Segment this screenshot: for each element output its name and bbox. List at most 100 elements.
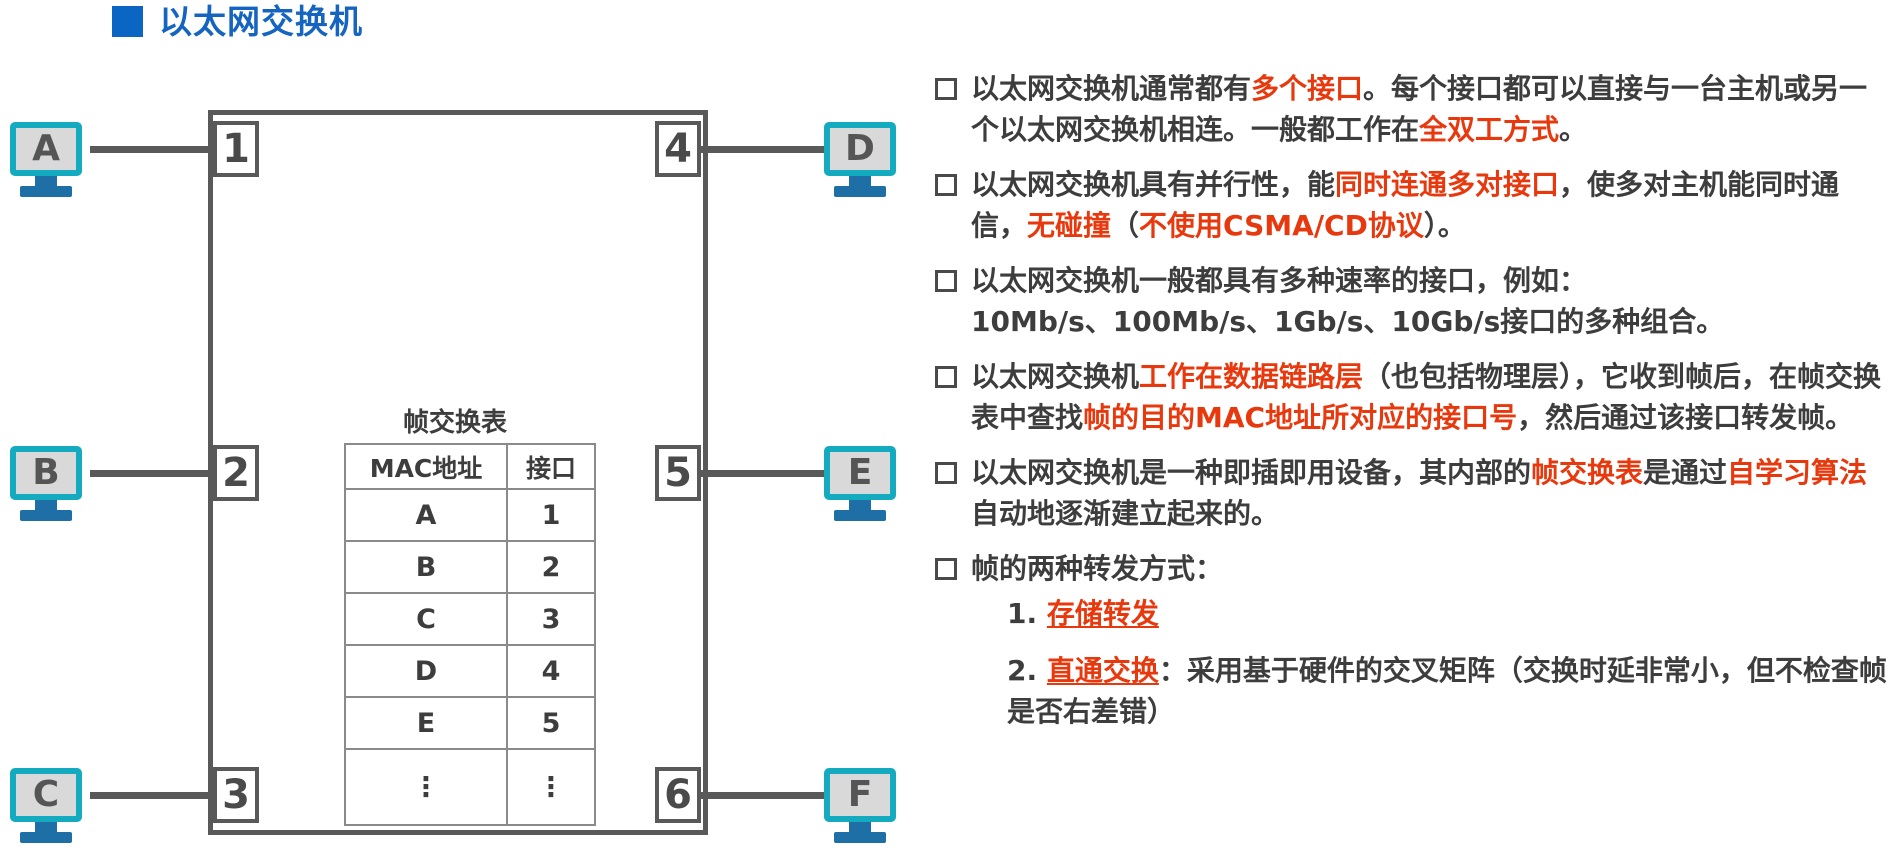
frame-switching-table: MAC地址 接口 A 1 B 2 C 3 D 4 xyxy=(344,443,596,826)
switch-port-3[interactable]: 3 xyxy=(213,767,259,823)
title-bullet-square xyxy=(112,6,143,37)
bullet-item-2: 以太网交换机具有并行性，能同时连通多对接口，使多对主机能同时通信，无碰撞（不使用… xyxy=(935,164,1890,246)
switch-port-2[interactable]: 2 xyxy=(213,445,259,501)
bullet-item-5: 以太网交换机是一种即插即用设备，其内部的帧交换表是通过自学习算法自动地逐渐建立起… xyxy=(935,452,1890,534)
host-b[interactable]: B xyxy=(10,446,82,521)
body-text: 以太网交换机通常都有 xyxy=(971,72,1252,105)
switch-port-1[interactable]: 1 xyxy=(213,121,259,177)
frame-table-mac-ellipsis: ⋮ xyxy=(344,748,508,826)
bullet-text-3: 以太网交换机一般都具有多种速率的接口，例如： 10Mb/s、100Mb/s、1Gb… xyxy=(971,260,1890,342)
host-f-neck xyxy=(849,822,871,832)
frame-table-port-1: 2 xyxy=(506,540,596,594)
page-title-text: 以太网交换机 xyxy=(159,2,363,41)
frame-table-body: A 1 B 2 C 3 D 4 E 5 xyxy=(344,488,596,826)
host-d-label: D xyxy=(824,122,896,176)
host-e-neck xyxy=(849,500,871,510)
highlight-text: 不使用CSMA/CD协议 xyxy=(1139,209,1424,242)
body-text: （也包括物理层），它收到帧后，在帧交换表中查找 xyxy=(971,360,1882,434)
body-text: 10Mb/s、100Mb/s、1Gb/s、10Gb/s接口的多种组合。 xyxy=(971,305,1725,338)
switch-port-5[interactable]: 5 xyxy=(655,445,701,501)
host-b-neck xyxy=(35,500,57,510)
highlight-text: 同时连通多对接口 xyxy=(1335,168,1560,201)
body-text: 。每个接口都可以直接与一台主机或另一个以太网交换机相连。一般都工作在 xyxy=(971,72,1868,146)
body-text: 以太网交换机是一种即插即用设备，其内部的 xyxy=(971,456,1532,489)
checkbox-square-icon xyxy=(935,558,957,580)
highlight-text: 工作在数据链路层 xyxy=(1139,360,1364,393)
host-b-label: B xyxy=(10,446,82,500)
body-text: ：采用基于硬件的交叉矩阵（交换时延非常小，但不检查帧是否右差错） xyxy=(1007,654,1887,728)
bullet-item-4: 以太网交换机工作在数据链路层（也包括物理层），它收到帧后，在帧交换表中查找帧的目… xyxy=(935,356,1890,438)
table-row: E 5 xyxy=(344,696,596,750)
body-text: 自动地逐渐建立起来的。 xyxy=(971,497,1280,530)
host-d[interactable]: D xyxy=(824,122,896,197)
switch-diagram: 1 2 3 4 5 6 A B C D E xyxy=(0,0,930,858)
highlight-text: 多个接口 xyxy=(1251,72,1364,105)
frame-table-port-4: 5 xyxy=(506,696,596,750)
body-text: 帧的两种转发方式： xyxy=(971,552,1224,585)
body-text: 。 xyxy=(1559,113,1588,146)
table-row: D 4 xyxy=(344,644,596,698)
frame-table-header-port: 接口 xyxy=(506,443,596,490)
host-a[interactable]: A xyxy=(10,122,82,197)
host-a-neck xyxy=(35,176,57,186)
checkbox-square-icon xyxy=(935,366,957,388)
table-row-ellipsis: ⋮ ⋮ xyxy=(344,748,596,826)
highlight-text: 全双工方式 xyxy=(1419,113,1560,146)
switch-port-6[interactable]: 6 xyxy=(655,767,701,823)
body-text: ，然后通过该接口转发帧。 xyxy=(1517,401,1854,434)
frame-table-port-0: 1 xyxy=(506,488,596,542)
host-c[interactable]: C xyxy=(10,768,82,843)
body-text: 以太网交换机 xyxy=(971,360,1140,393)
body-text: 以太网交换机一般都具有多种速率的接口，例如： xyxy=(971,264,1588,297)
frame-table-mac-1: B xyxy=(344,540,508,594)
body-text: 以太网交换机具有并行性，能 xyxy=(971,168,1336,201)
link-b-port2 xyxy=(90,470,216,477)
frame-table-mac-4: E xyxy=(344,696,508,750)
host-e[interactable]: E xyxy=(824,446,896,521)
body-text: （ xyxy=(1111,209,1140,242)
sublist-item-1: 1. 存储转发 xyxy=(1007,593,1890,634)
sublist-item-number: 2. xyxy=(1007,654,1047,687)
sublist-item-2: 2. 直通交换：采用基于硬件的交叉矩阵（交换时延非常小，但不检查帧是否右差错） xyxy=(1007,650,1890,732)
host-f-label: F xyxy=(824,768,896,822)
host-e-base xyxy=(834,510,886,521)
table-row: A 1 xyxy=(344,488,596,542)
frame-table-port-2: 3 xyxy=(506,592,596,646)
page-title: 以太网交换机 xyxy=(112,5,363,38)
highlight-underline-text: 存储转发 xyxy=(1046,597,1159,630)
host-c-base xyxy=(20,832,72,843)
host-a-base xyxy=(20,186,72,197)
highlight-underline-text: 直通交换 xyxy=(1046,654,1159,687)
body-text: ）。 xyxy=(1423,209,1466,242)
highlight-text: 无碰撞 xyxy=(1027,209,1112,242)
link-a-port1 xyxy=(90,146,216,153)
frame-table-header-mac: MAC地址 xyxy=(344,443,508,490)
frame-table-mac-3: D xyxy=(344,644,508,698)
host-e-label: E xyxy=(824,446,896,500)
frame-table-port-3: 4 xyxy=(506,644,596,698)
link-port4-d xyxy=(700,146,826,153)
link-port6-f xyxy=(700,792,826,799)
host-d-neck xyxy=(849,176,871,186)
checkbox-square-icon xyxy=(935,270,957,292)
frame-table-title: 帧交换表 xyxy=(402,408,507,438)
bullet-item-1: 以太网交换机通常都有多个接口。每个接口都可以直接与一台主机或另一个以太网交换机相… xyxy=(935,68,1890,150)
bullet-text-6: 帧的两种转发方式： 1. 存储转发 2. 直通交换：采用基于硬件的交叉矩阵（交换时延… xyxy=(971,548,1890,748)
switch-port-4[interactable]: 4 xyxy=(655,121,701,177)
body-text: ，使多对主机能同时通信， xyxy=(971,168,1840,242)
host-c-neck xyxy=(35,822,57,832)
bullet-text-1: 以太网交换机通常都有多个接口。每个接口都可以直接与一台主机或另一个以太网交换机相… xyxy=(971,68,1890,150)
body-text: 是通过 xyxy=(1643,456,1728,489)
highlight-text: 帧的目的MAC地址所对应的接口号 xyxy=(1083,401,1518,434)
highlight-text: 自学习算法 xyxy=(1727,456,1868,489)
frame-table-header-row: MAC地址 接口 xyxy=(344,443,596,490)
bullet-text-4: 以太网交换机工作在数据链路层（也包括物理层），它收到帧后，在帧交换表中查找帧的目… xyxy=(971,356,1890,438)
table-row: C 3 xyxy=(344,592,596,646)
sublist-item-number: 1. xyxy=(1007,597,1047,630)
host-f[interactable]: F xyxy=(824,768,896,843)
checkbox-square-icon xyxy=(935,78,957,100)
bullet-text-2: 以太网交换机具有并行性，能同时连通多对接口，使多对主机能同时通信，无碰撞（不使用… xyxy=(971,164,1890,246)
frame-table-mac-2: C xyxy=(344,592,508,646)
bullet-text-5: 以太网交换机是一种即插即用设备，其内部的帧交换表是通过自学习算法自动地逐渐建立起… xyxy=(971,452,1890,534)
